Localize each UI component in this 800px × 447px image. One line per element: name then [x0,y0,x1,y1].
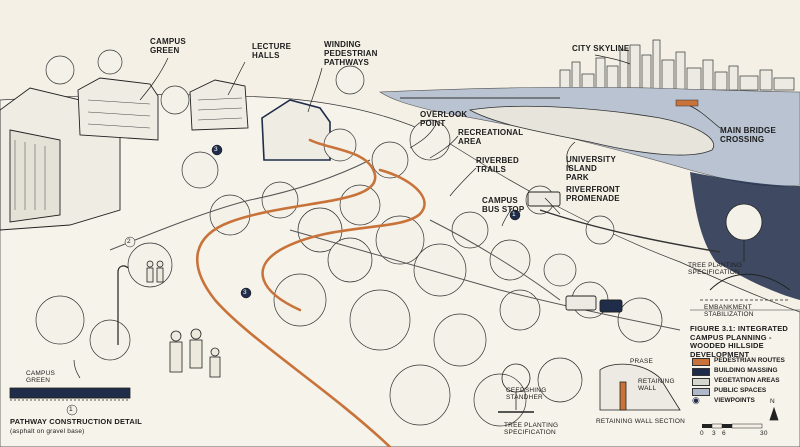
legend-swatch-vegetation [692,378,710,386]
tree-masses [35,49,663,427]
label-pathway-detail-sub: (asphalt on gravel base) [10,428,85,435]
marker-number: 3 [214,146,218,153]
bridge-marker [675,99,699,107]
label-retaining-wall: RETAINING WALL [638,378,675,392]
label-campus-bus-stop: CAMPUS BUS STOP [482,196,525,214]
label-prase: PRASE [630,358,654,365]
label-tree-planting-spec-bottom: TREE PLANTING SPECIFICATION [504,422,559,436]
label-campus-green: CAMPUS GREEN [150,37,186,55]
label-pathway-detail-inner: CAMPUS GREEN [26,370,56,384]
legend-viewpoints: VIEWPOINTS [714,397,755,404]
label-embankment-stabilization: EMBANKMENT STABILIZATION [704,304,754,318]
label-city-skyline: CITY SKYLINE [572,44,630,53]
pedestrian-route [196,138,426,447]
marker-number: 3 [243,289,247,296]
legend-pedestrian-routes: PEDESTRIAN ROUTES [714,357,785,364]
legend-swatch-pedestrian [692,358,710,366]
legend-vegetation-areas: VEGETATION AREAS [714,377,780,384]
legend-public-spaces: PUBLIC SPACES [714,387,767,394]
numbered-markers [66,144,521,416]
label-pathway-detail-title: PATHWAY CONSTRUCTION DETAIL [10,417,143,426]
scale-tick: 6 [722,430,726,437]
legend-swatch-viewpoints: ◉ [692,395,704,405]
label-overlook-point: OVERLOOK POINT [420,110,468,128]
label-riverbed-trails: RIVERBED TRAILS [476,156,519,174]
promenade-rail [539,209,721,253]
label-main-bridge-crossing: MAIN BRIDGE CROSSING [720,126,776,144]
lamp-post [117,265,129,345]
university-island [468,105,715,156]
figure-title: FIGURE 3.1: INTEGRATED CAMPUS PLANNING -… [690,324,789,359]
tree-spec-right-drawing [700,203,791,301]
label-tree-planting-spec-right: TREE PLANTING SPECIFICATION [688,262,743,276]
legend-swatch-public [692,388,710,396]
scale-bar [702,423,763,429]
eye-icon: ◉ [692,395,700,405]
marker-number: 1 [69,406,73,413]
label-university-island-park: UNIVERSITY ISLAND PARK [566,155,616,182]
marker-number: 1 [512,211,516,218]
pathway-detail-drawing [9,387,131,401]
north-label: N [770,398,775,405]
label-tree-detail-inner: CEEDSHING STANDHER [506,387,547,401]
vehicles [527,191,623,313]
label-lecture-halls: LECTURE HALLS [252,42,292,60]
label-recreational-area: RECREATIONAL AREA [458,128,524,146]
legend-building-massing: BUILDING MASSING [714,367,778,374]
marker-number: 2 [127,238,131,245]
scale-tick: 0 [700,430,704,437]
walkways [109,159,681,331]
building-windows [14,97,243,210]
label-winding-pathways: WINDING PEDESTRIAN PATHWAYS [324,40,378,67]
leader-lines [73,54,721,379]
legend-swatch-building [692,368,710,376]
scale-tick: 3 [712,430,716,437]
label-retaining-wall-section: RETAINING WALL SECTION [596,418,686,425]
label-riverfront-promenade: RIVERFRONT PROMENADE [566,185,620,203]
scale-tick: 30 [760,430,768,437]
people [146,260,221,378]
tree-spec-drawing [498,363,534,413]
retaining-wall-drawing [599,363,681,411]
north-arrow [769,406,779,421]
